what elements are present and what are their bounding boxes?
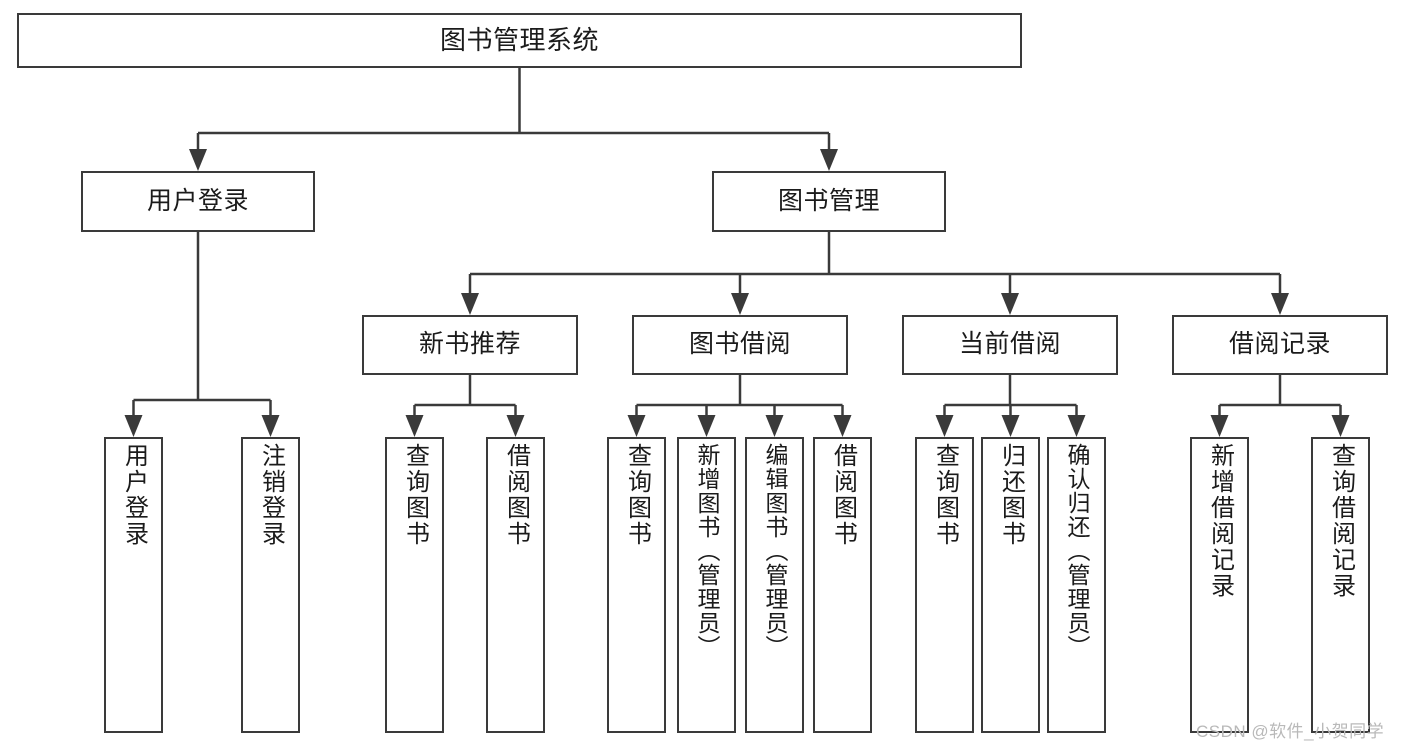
node-leaf-query-book-3[interactable]: 查询图书 bbox=[915, 437, 974, 733]
node-new-book-recommend[interactable]: 新书推荐 bbox=[362, 315, 578, 375]
node-leaf-add-record[interactable]: 新增借阅记录 bbox=[1190, 437, 1249, 733]
node-label-leaf-return-book: 归还图书 bbox=[997, 443, 1025, 547]
arrowhead-current-borrow bbox=[1001, 293, 1019, 315]
node-user-login[interactable]: 用户登录 bbox=[81, 171, 315, 232]
node-label-leaf-query-book-3: 查询图书 bbox=[931, 443, 959, 547]
arrowhead-leaf-edit-book bbox=[765, 415, 784, 437]
node-leaf-borrow-book-1[interactable]: 借阅图书 bbox=[486, 437, 545, 733]
arrowhead-leaf-borrow-book-2 bbox=[833, 415, 852, 437]
arrowhead-leaf-return-book bbox=[1001, 415, 1020, 437]
node-leaf-borrow-book-2[interactable]: 借阅图书 bbox=[813, 437, 872, 733]
node-label-leaf-borrow-book-2: 借阅图书 bbox=[829, 443, 857, 547]
node-leaf-edit-book[interactable]: 编辑图书（管理员） bbox=[745, 437, 804, 733]
arrowhead-leaf-logout bbox=[261, 415, 280, 437]
node-leaf-query-book-1[interactable]: 查询图书 bbox=[385, 437, 444, 733]
node-leaf-return-book[interactable]: 归还图书 bbox=[981, 437, 1040, 733]
arrowhead-new-book-recommend bbox=[461, 293, 479, 315]
node-label-leaf-confirm-return: 确认归还（管理员） bbox=[1064, 443, 1090, 659]
node-label-user-login: 用户登录 bbox=[146, 186, 249, 215]
arrowhead-borrow-record bbox=[1271, 293, 1289, 315]
node-borrow-record[interactable]: 借阅记录 bbox=[1172, 315, 1388, 375]
node-leaf-query-record[interactable]: 查询借阅记录 bbox=[1311, 437, 1370, 733]
arrowhead-leaf-query-book-2 bbox=[627, 415, 646, 437]
arrowhead-user-login bbox=[189, 149, 207, 171]
arrowhead-leaf-borrow-book-1 bbox=[506, 415, 525, 437]
arrowhead-book-manage bbox=[820, 149, 838, 171]
node-label-leaf-add-book: 新增图书（管理员） bbox=[694, 443, 720, 659]
node-current-borrow[interactable]: 当前借阅 bbox=[902, 315, 1118, 375]
node-label-leaf-user-login: 用户登录 bbox=[120, 443, 148, 547]
watermark: CSDN @软件_小贺同学 bbox=[1196, 722, 1385, 741]
arrowhead-leaf-query-record bbox=[1331, 415, 1350, 437]
node-label-book-manage: 图书管理 bbox=[777, 186, 880, 215]
node-label-new-book-recommend: 新书推荐 bbox=[418, 330, 521, 359]
node-label-leaf-query-book-2: 查询图书 bbox=[623, 443, 651, 547]
node-label-book-borrow: 图书借阅 bbox=[688, 330, 791, 359]
arrowhead-leaf-confirm-return bbox=[1067, 415, 1086, 437]
node-label-leaf-query-record: 查询借阅记录 bbox=[1327, 443, 1355, 599]
node-label-leaf-edit-book: 编辑图书（管理员） bbox=[762, 443, 788, 659]
arrowhead-leaf-add-record bbox=[1210, 415, 1229, 437]
node-label-current-borrow: 当前借阅 bbox=[958, 330, 1061, 359]
arrowhead-book-borrow bbox=[731, 293, 749, 315]
node-leaf-logout[interactable]: 注销登录 bbox=[241, 437, 300, 733]
node-leaf-query-book-2[interactable]: 查询图书 bbox=[607, 437, 666, 733]
node-label-leaf-borrow-book-1: 借阅图书 bbox=[502, 443, 530, 547]
arrowhead-leaf-query-book-1 bbox=[405, 415, 424, 437]
node-label-borrow-record: 借阅记录 bbox=[1228, 330, 1331, 359]
node-leaf-user-login[interactable]: 用户登录 bbox=[104, 437, 163, 733]
node-leaf-add-book[interactable]: 新增图书（管理员） bbox=[677, 437, 736, 733]
node-leaf-confirm-return[interactable]: 确认归还（管理员） bbox=[1047, 437, 1106, 733]
node-label-root: 图书管理系统 bbox=[439, 25, 599, 56]
arrowhead-leaf-query-book-3 bbox=[935, 415, 954, 437]
arrowhead-leaf-add-book bbox=[697, 415, 716, 437]
node-root[interactable]: 图书管理系统 bbox=[17, 13, 1022, 68]
node-book-manage[interactable]: 图书管理 bbox=[712, 171, 946, 232]
node-label-leaf-logout: 注销登录 bbox=[257, 443, 285, 547]
node-label-leaf-query-book-1: 查询图书 bbox=[401, 443, 429, 547]
node-label-leaf-add-record: 新增借阅记录 bbox=[1206, 443, 1234, 599]
node-book-borrow[interactable]: 图书借阅 bbox=[632, 315, 848, 375]
arrowhead-leaf-user-login bbox=[124, 415, 143, 437]
